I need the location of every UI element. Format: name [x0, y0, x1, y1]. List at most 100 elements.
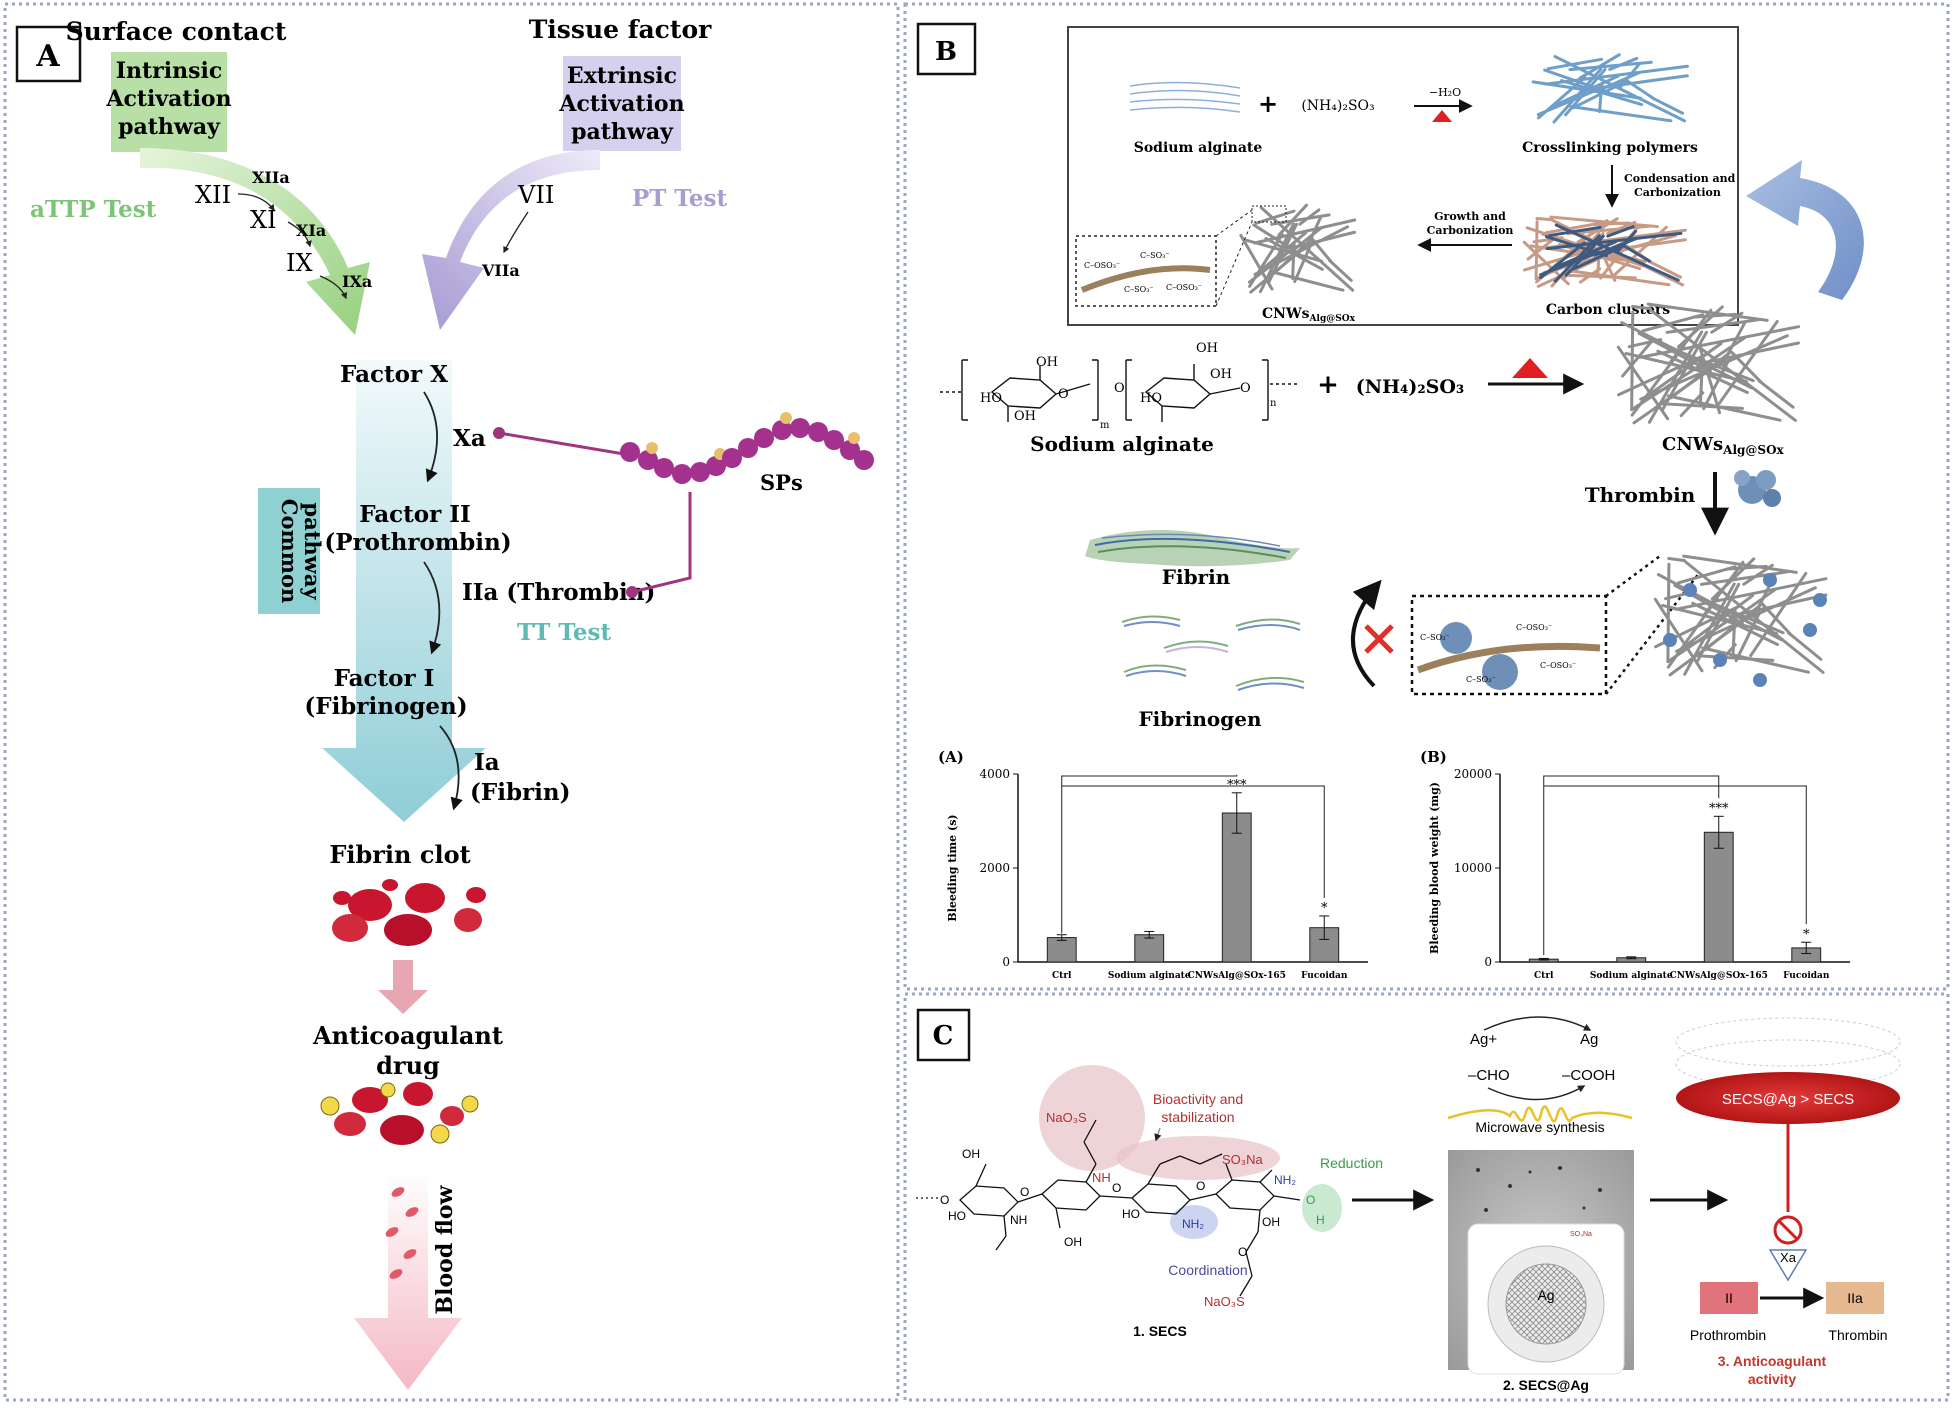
- fibrinogen-label: Fibrinogen: [1138, 707, 1262, 731]
- microwave-label: Microwave synthesis: [1475, 1119, 1604, 1135]
- zoom-connector-1: [1605, 554, 1661, 598]
- cnws-strand: [1617, 352, 1710, 397]
- y-tick-label: 4000: [979, 767, 1010, 781]
- sodium-alginate-structure: [940, 359, 1300, 422]
- significance-label: ***: [1227, 778, 1247, 793]
- cnws-strand: [1700, 597, 1785, 635]
- cnws-strand: [1674, 577, 1828, 611]
- cnws-strand: [1328, 259, 1353, 282]
- alg-label-5: OH: [1196, 341, 1218, 356]
- oxidation-arrow: [1487, 1085, 1586, 1101]
- panel-c-letter-box: [916, 1008, 971, 1062]
- cnws-strand: [1253, 225, 1350, 276]
- panel-a: A Surface contact Intrinsic Activation p…: [15, 15, 874, 1390]
- minus-h2o-label: −H₂O: [1429, 86, 1461, 99]
- panel-a-border: [3, 2, 900, 1402]
- bound-thrombin-dot: [1753, 673, 1767, 687]
- secs-label-11: H: [1316, 1213, 1325, 1227]
- growth-line-2: Carbonization: [1427, 224, 1514, 237]
- cluster-strand: [1564, 234, 1605, 277]
- sps-bead: [808, 422, 828, 442]
- ag-core-label: Ag: [1537, 1287, 1554, 1303]
- secs-nh2-1: NH₂: [1182, 1217, 1204, 1231]
- sps-molecule: [620, 412, 874, 484]
- cluster-strand: [1532, 236, 1564, 244]
- secs-nh: NH: [1092, 1170, 1111, 1185]
- significance-bracket: [1061, 774, 1238, 934]
- alg-label-1: OH: [1036, 355, 1058, 370]
- secs-label-7: O: [1112, 1181, 1121, 1195]
- bound-thrombin-dot: [1763, 573, 1777, 587]
- bound-sulfate-4: C–OSO₃⁻: [1540, 661, 1576, 670]
- polymer-strand: [1578, 53, 1621, 80]
- y-tick-label: 20000: [1454, 767, 1492, 781]
- x-tick-label: Ctrl: [1052, 971, 1072, 981]
- cnws-strand: [1665, 318, 1760, 334]
- polymer-strand: [1598, 74, 1689, 90]
- crosslinking-polymer-network: [1531, 53, 1689, 124]
- anticoagulant-drug-image: [320, 1082, 479, 1145]
- polymer-strand: [1544, 64, 1689, 86]
- iia-box-label: IIa: [1847, 1290, 1863, 1306]
- cnws-strand: [1244, 238, 1324, 263]
- sps-to-iia-line: [631, 492, 692, 594]
- fibrinogen-label: (Fibrinogen): [304, 693, 467, 720]
- panel-a-letter: A: [35, 39, 60, 74]
- secs-structure: [916, 1119, 1301, 1297]
- iia-label: IIa (Thrombin): [462, 579, 655, 606]
- scheme-ammonium-sulfite: (NH₄)₂SO₃: [1301, 98, 1374, 114]
- x-tick-label: Sodium alginate: [1590, 971, 1673, 981]
- sps-to-xa-line: [498, 431, 631, 457]
- bound-thrombin-2: [1482, 654, 1518, 690]
- sps-sulfate-group: [848, 432, 860, 444]
- factor-ii-label: Factor II: [359, 501, 471, 528]
- anticoagulant-label: Anticoagulant: [312, 1021, 503, 1050]
- intrinsic-line-3: pathway: [118, 114, 221, 140]
- xa-enzyme-icon: [1768, 1249, 1808, 1282]
- bioactivity-line-2: stabilization: [1161, 1109, 1234, 1125]
- thrombin-label: Thrombin: [1585, 483, 1696, 507]
- panel-b-letter-box: [916, 22, 977, 76]
- cluster-strand: [1560, 273, 1637, 280]
- xi-to-xia-arrow: [287, 221, 312, 248]
- activity-line-1: 3. Anticoagulant: [1718, 1353, 1827, 1369]
- cnws-fiber-zoom: [1080, 265, 1211, 293]
- cnws-strand: [1291, 241, 1296, 280]
- blocked-x-mark: [1364, 624, 1394, 654]
- vii-to-viia-arrow: [503, 211, 529, 254]
- bioactivity-pointer: [1154, 1127, 1162, 1142]
- ag-core: [1505, 1263, 1587, 1345]
- x-tick-label: Fucoidan: [1301, 971, 1348, 981]
- secs-naso3-bottom: NaO₃S: [1204, 1294, 1245, 1309]
- sps-sulfate-group: [780, 412, 792, 424]
- ii-box-label: II: [1725, 1290, 1733, 1306]
- ia-label: Ia: [474, 749, 500, 776]
- common-pathway-line-1: Common: [277, 499, 302, 603]
- sps-bead: [824, 430, 844, 450]
- growth-line-1: Growth and: [1434, 210, 1506, 223]
- y-tick-label: 0: [1002, 955, 1010, 969]
- heat-triangle-small: [1432, 110, 1452, 122]
- significance-label: *: [1803, 927, 1810, 942]
- bound-thrombin-dot: [1713, 653, 1727, 667]
- cnws-strand: [1631, 305, 1651, 310]
- cnws-strand: [1659, 402, 1744, 410]
- zoom-origin-box: [1251, 205, 1287, 223]
- zoom-fiber: [1416, 642, 1601, 674]
- sps-bead: [738, 438, 758, 458]
- clot-to-drug-arrow: [378, 960, 428, 1014]
- ag-reduction-arrow: [1483, 1016, 1592, 1031]
- scheme-sodium-alginate-label: Sodium alginate: [1134, 140, 1263, 156]
- cnws-strand: [1749, 571, 1808, 658]
- extrinsic-arrow: [422, 150, 600, 330]
- bar: [1221, 812, 1252, 963]
- fibrinogen-image: [1121, 615, 1305, 691]
- ag-plus-label: Ag+: [1470, 1031, 1497, 1048]
- alg-label-3: O: [1058, 387, 1069, 402]
- microwave-wave: [1447, 1105, 1633, 1123]
- secs-label-13: O: [1238, 1245, 1247, 1259]
- bound-sulfate-1: C–SO₃⁻: [1420, 633, 1450, 642]
- cnws-network-small: [1239, 203, 1357, 294]
